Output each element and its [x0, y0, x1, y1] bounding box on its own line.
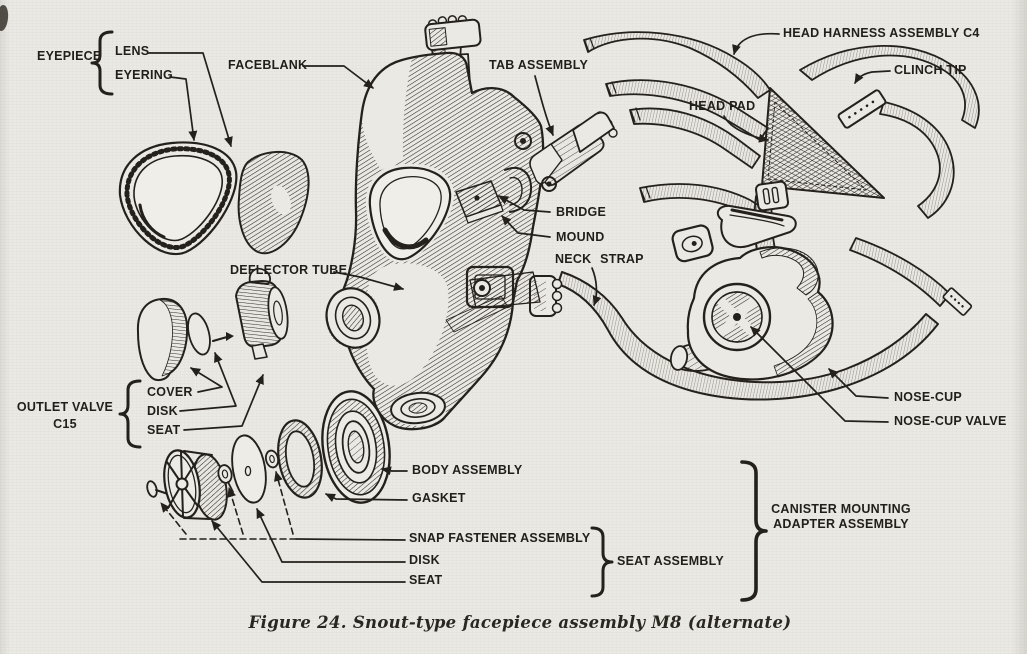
label-eyepiece: EYEPIECE: [37, 49, 102, 63]
body-assembly-drawing: [321, 390, 391, 504]
grouping-braces: [90, 30, 768, 602]
faceblank-drawing: [325, 15, 545, 431]
gasket-drawing: [277, 419, 323, 499]
harness-buckle: [671, 224, 714, 263]
label-mound: MOUND: [556, 230, 605, 244]
label-fastener-seat: SEAT: [409, 573, 443, 587]
label-nose-cup-valve: NOSE-CUP VALVE: [894, 414, 1007, 428]
scan-edge-shadow-left: [0, 0, 10, 654]
head-pad-drawing: [761, 87, 885, 199]
label-canister-mounting: CANISTER MOUNTING: [771, 502, 911, 516]
label-adapter-assembly: ADAPTER ASSEMBLY: [773, 517, 909, 531]
neck-strap-buckle: [465, 265, 541, 309]
label-bridge: BRIDGE: [556, 205, 607, 219]
label-tab-assembly: TAB ASSEMBLY: [489, 58, 589, 72]
label-seat-assembly: SEAT ASSEMBLY: [617, 554, 724, 568]
label-neck-strap: NECK STRAP: [555, 252, 644, 266]
outlet-disk-drawing: [187, 312, 211, 356]
tab-buckle-clamp: [424, 15, 482, 52]
label-lens: LENS: [115, 44, 150, 58]
seat-assembly-parts-drawing: [146, 390, 391, 521]
label-outlet-valve: OUTLET VALVE: [16, 400, 114, 414]
slide-buckle: [754, 180, 790, 212]
clinch-tip-drawing: [837, 89, 887, 129]
label-body-assembly: BODY ASSEMBLY: [412, 463, 523, 477]
snap-fastener-dashed-leaders: [160, 471, 297, 540]
nose-cup-valve-drawing: [702, 282, 772, 352]
label-eyering: EYERING: [115, 68, 174, 82]
eyepiece-opening: [368, 166, 452, 261]
leader-lines: [147, 32, 891, 583]
outlet-valve-parts-drawing: [136, 267, 289, 382]
figure-caption: Figure 24. Snout-type facepiece assembly…: [248, 613, 792, 632]
label-disk: DISK: [147, 404, 178, 418]
label-gasket: GASKET: [412, 491, 466, 505]
label-snap-fastener-assembly: SNAP FASTENER ASSEMBLY: [409, 531, 591, 545]
bridge-drawing: [455, 180, 504, 224]
label-clinch-tip: CLINCH TIP: [894, 63, 967, 77]
label-deflector-tube: DEFLECTOR TUBE: [230, 263, 348, 277]
label-cover: COVER: [147, 385, 193, 399]
snout-opening: [390, 391, 446, 425]
outlet-seat-drawing: [235, 267, 289, 360]
label-outlet-valve-model: C15: [53, 417, 77, 431]
scan-edge-shadow-right: [1011, 0, 1027, 654]
label-head-harness-assembly: HEAD HARNESS ASSEMBLY C4: [783, 26, 980, 40]
mound-shadow: [445, 295, 509, 333]
label-nose-cup: NOSE-CUP: [894, 390, 962, 404]
strap-stitched-tip: [942, 287, 973, 316]
eyepiece-drawing: [118, 141, 310, 255]
head-harness-drawing: [583, 31, 980, 316]
eyering-drawing: [118, 141, 238, 255]
outlet-port: [325, 287, 381, 349]
label-faceblank: FACEBLANK: [228, 58, 308, 72]
label-head-pad: HEAD PAD: [689, 99, 756, 113]
fastener-disk-drawing: [231, 434, 267, 504]
folded-strap-loop: [716, 204, 797, 249]
tab-assembly-drawing: [514, 111, 618, 192]
label-seat: SEAT: [147, 423, 181, 437]
nose-cup-drawing: [669, 246, 834, 381]
label-fastener-disk: DISK: [409, 553, 440, 567]
fastener-seat-drawing: [163, 449, 228, 521]
